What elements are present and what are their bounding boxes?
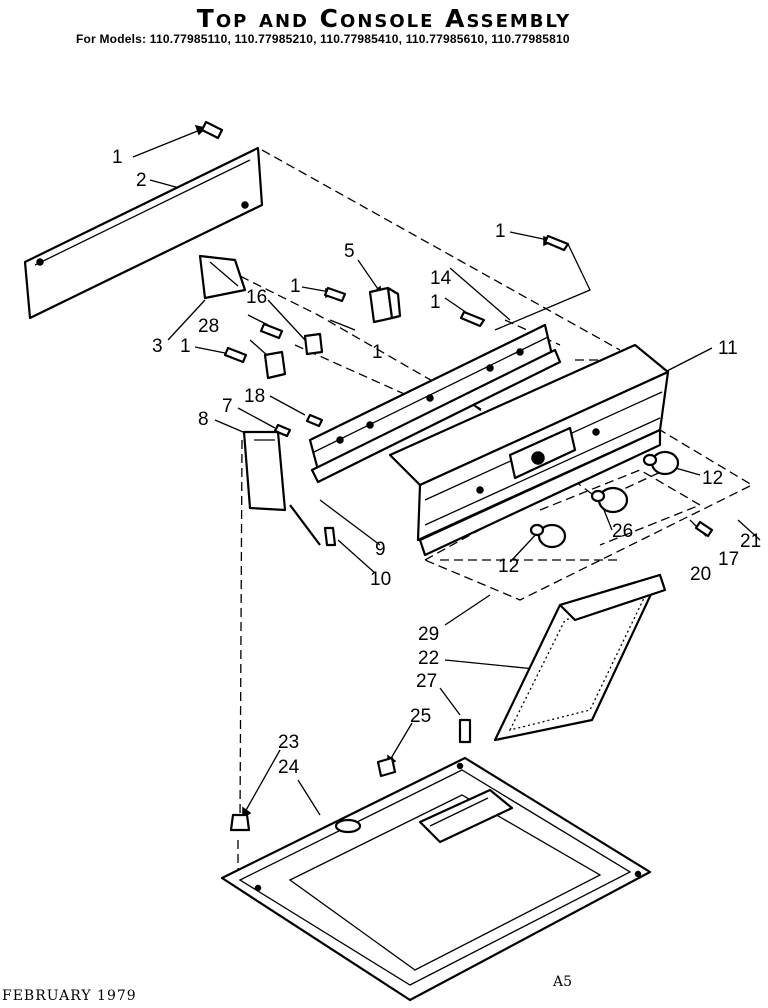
- switch-small-part: [263, 332, 324, 380]
- callout-label: 17: [718, 549, 739, 570]
- callout-label: 1: [495, 221, 506, 242]
- page-number: A5: [553, 974, 573, 990]
- callout-label: 1: [112, 147, 123, 168]
- callout-label: 1: [180, 336, 191, 357]
- callout-label: 10: [370, 569, 391, 590]
- dryer-top-part: [220, 756, 652, 1002]
- callout-label: 11: [718, 338, 738, 359]
- callout-label: 12: [498, 556, 519, 577]
- callout-label: 27: [416, 671, 437, 692]
- callout-label: 14: [430, 268, 452, 289]
- callout-label: 1: [290, 276, 301, 297]
- callout-label: 20: [690, 564, 711, 585]
- callout-label: 28: [198, 316, 219, 337]
- console-housing-part: [388, 343, 670, 557]
- callout-label: 5: [344, 241, 355, 262]
- callout-label: 24: [278, 757, 300, 778]
- callout-label: 8: [198, 409, 209, 430]
- callout-label: 1: [430, 292, 441, 313]
- callout-label: 18: [244, 386, 265, 407]
- knob-part: [529, 450, 680, 549]
- publication-date: FEBRUARY 1979: [2, 988, 137, 1004]
- callout-label: 1: [372, 342, 383, 363]
- callout-label: 7: [222, 396, 233, 417]
- callout-label: 25: [410, 706, 431, 727]
- callout-label: 12: [702, 468, 723, 489]
- diagram-title: Top and Console Assembly: [196, 4, 572, 33]
- callout-label: 29: [418, 624, 439, 645]
- callout-label: 3: [152, 336, 163, 357]
- screw-part: [200, 120, 714, 832]
- model-numbers: For Models: 110.77985110, 110.77985210, …: [76, 32, 570, 46]
- callout-label: 16: [246, 287, 267, 308]
- bracket-part: [368, 286, 402, 324]
- callout-label: 9: [375, 539, 386, 560]
- callout-label: 23: [278, 732, 299, 753]
- callout-label: 26: [612, 521, 633, 542]
- lint-filter-part: [493, 573, 667, 742]
- switch-part: [198, 254, 247, 300]
- callout-label: 21: [740, 531, 761, 552]
- rear-panel-part: [23, 146, 264, 320]
- callout-labels: 1 2 3 5 1 1 1 1 1 14 16 28 11 7 8 18 12 …: [112, 147, 761, 778]
- callout-label: 2: [136, 170, 147, 191]
- callout-label: 22: [418, 648, 439, 669]
- end-cap-part: [242, 430, 337, 547]
- console-rail-part: [308, 323, 562, 484]
